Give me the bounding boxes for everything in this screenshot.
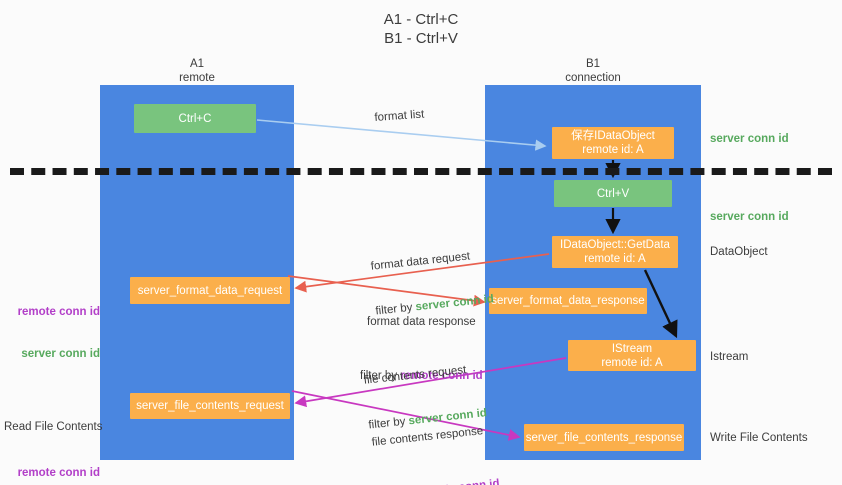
arrow-label-line1: file contents response	[371, 425, 484, 449]
remote-conn-id-label: remote conn id	[17, 306, 100, 318]
side-label-server-conn-id-top: server conn id	[710, 133, 789, 145]
box-server-format-data-request: server_format_data_request	[130, 277, 290, 304]
side-label-istream: Istream	[710, 351, 749, 363]
arrow-label-format-list: format list	[374, 108, 425, 124]
side-label-dataobject: DataObject	[710, 246, 768, 258]
filter-value-remote-conn-id: remote conn id	[400, 370, 483, 382]
arrow-label-file-contents-response: file contents response filter by remote …	[368, 393, 504, 485]
box-ctrl-v: Ctrl+V	[554, 180, 672, 207]
left-label-read-file-contents: Read File Contents remote conn id server…	[4, 392, 103, 485]
box-server-format-data-response: server_format_data_response	[489, 288, 647, 314]
arrow-label-line1: format data request	[370, 250, 471, 273]
arrow-label-line1: format data response	[367, 316, 476, 328]
left-label-conn-ids-format: remote conn id server conn id	[8, 277, 100, 389]
remote-conn-id-label: remote conn id	[17, 467, 100, 479]
box-server-file-contents-response: server_file_contents_response	[524, 424, 684, 451]
divider-dashed-line	[10, 168, 832, 175]
side-label-server-conn-id-mid: server conn id	[710, 211, 789, 223]
page-title: A1 - Ctrl+C B1 - Ctrl+V	[383, 11, 459, 47]
arrow-label-line1: file contents request	[363, 364, 467, 387]
server-conn-id-label: server conn id	[21, 348, 100, 360]
box-istream: IStream remote id: A	[568, 340, 696, 371]
lane-header-b1: B1 connection	[565, 58, 621, 84]
box-server-file-contents-request: server_file_contents_request	[130, 393, 290, 419]
filter-prefix: filter by	[360, 370, 401, 382]
filter-value-remote-conn-id: remote conn id	[417, 478, 500, 485]
read-file-contents-label: Read File Contents	[4, 421, 103, 433]
arrow-label-line2: filter by remote conn id	[377, 477, 501, 485]
arrow-label-line2: filter by remote conn id	[360, 369, 483, 384]
lane-header-a1: A1 remote	[179, 58, 215, 84]
arrow-label-format-data-response: format data response filter by remote co…	[360, 285, 483, 414]
box-save-idataobject: 保存IDataObject remote id: A	[552, 127, 674, 159]
side-label-write-file-contents: Write File Contents	[710, 432, 808, 444]
box-idataobject-getdata: IDataObject::GetData remote id: A	[552, 236, 678, 268]
box-ctrl-c: Ctrl+C	[134, 104, 256, 133]
